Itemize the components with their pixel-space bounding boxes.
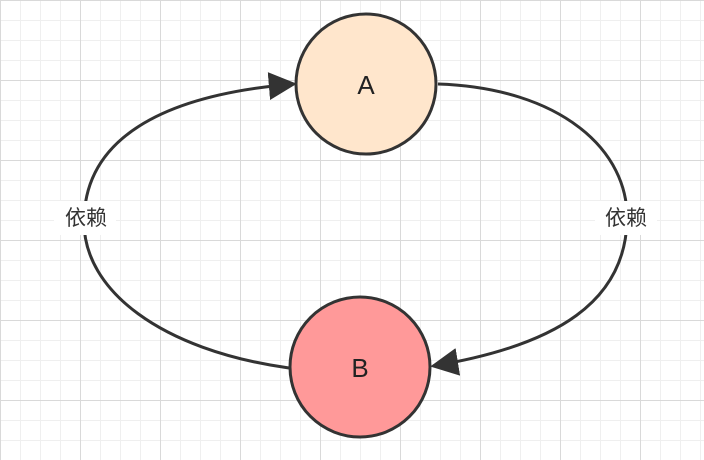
node-b[interactable]: B [288,295,432,439]
node-b-circle[interactable] [288,295,432,439]
node-b-label: B [351,353,368,383]
node-a-circle[interactable] [294,12,438,156]
edge-label-left: 依赖 [65,206,107,230]
node-a[interactable]: A [294,12,438,156]
node-a-label: A [357,70,375,100]
edge-label-left-bg [54,201,116,235]
edge-label-right: 依赖 [605,206,647,230]
edge-label-right-bg [595,201,657,235]
